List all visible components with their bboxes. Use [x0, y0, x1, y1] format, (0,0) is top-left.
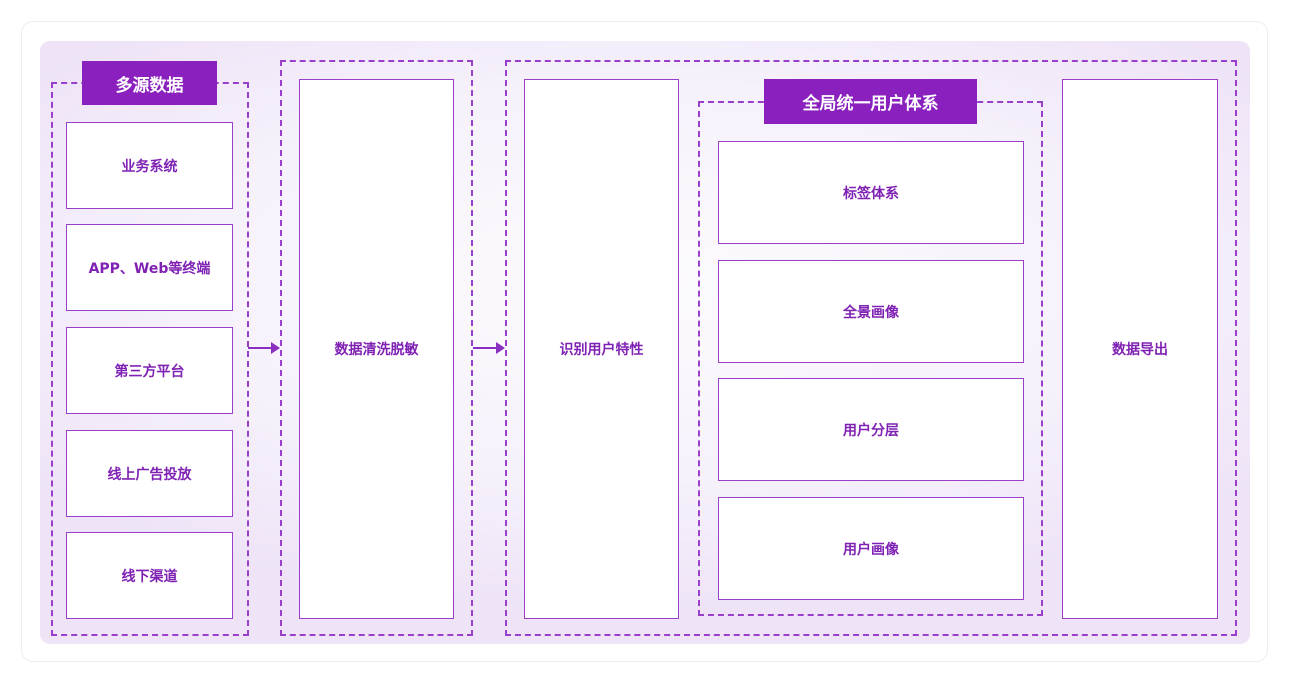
arrow-right-icon — [248, 342, 280, 354]
source-item-third-party: 第三方平台 — [66, 327, 233, 414]
unified-item-user-portrait: 用户画像 — [718, 497, 1024, 600]
source-item-online-ads: 线上广告投放 — [66, 430, 233, 517]
sources-title: 多源数据 — [82, 61, 217, 105]
unified-item-tag-system: 标签体系 — [718, 141, 1024, 244]
export-box: 数据导出 — [1062, 79, 1218, 619]
cleaning-group — [280, 60, 473, 636]
unified-item-user-layering: 用户分层 — [718, 378, 1024, 481]
unified-title: 全局统一用户体系 — [764, 79, 977, 124]
arrow-right-icon — [473, 342, 505, 354]
cleaning-box: 数据清洗脱敏 — [299, 79, 454, 619]
identify-box: 识别用户特性 — [524, 79, 679, 619]
source-item-business-system: 业务系统 — [66, 122, 233, 209]
source-item-offline-channel: 线下渠道 — [66, 532, 233, 619]
user-system-group — [505, 60, 1237, 636]
source-item-app-web: APP、Web等终端 — [66, 224, 233, 311]
unified-item-panorama-portrait: 全景画像 — [718, 260, 1024, 363]
